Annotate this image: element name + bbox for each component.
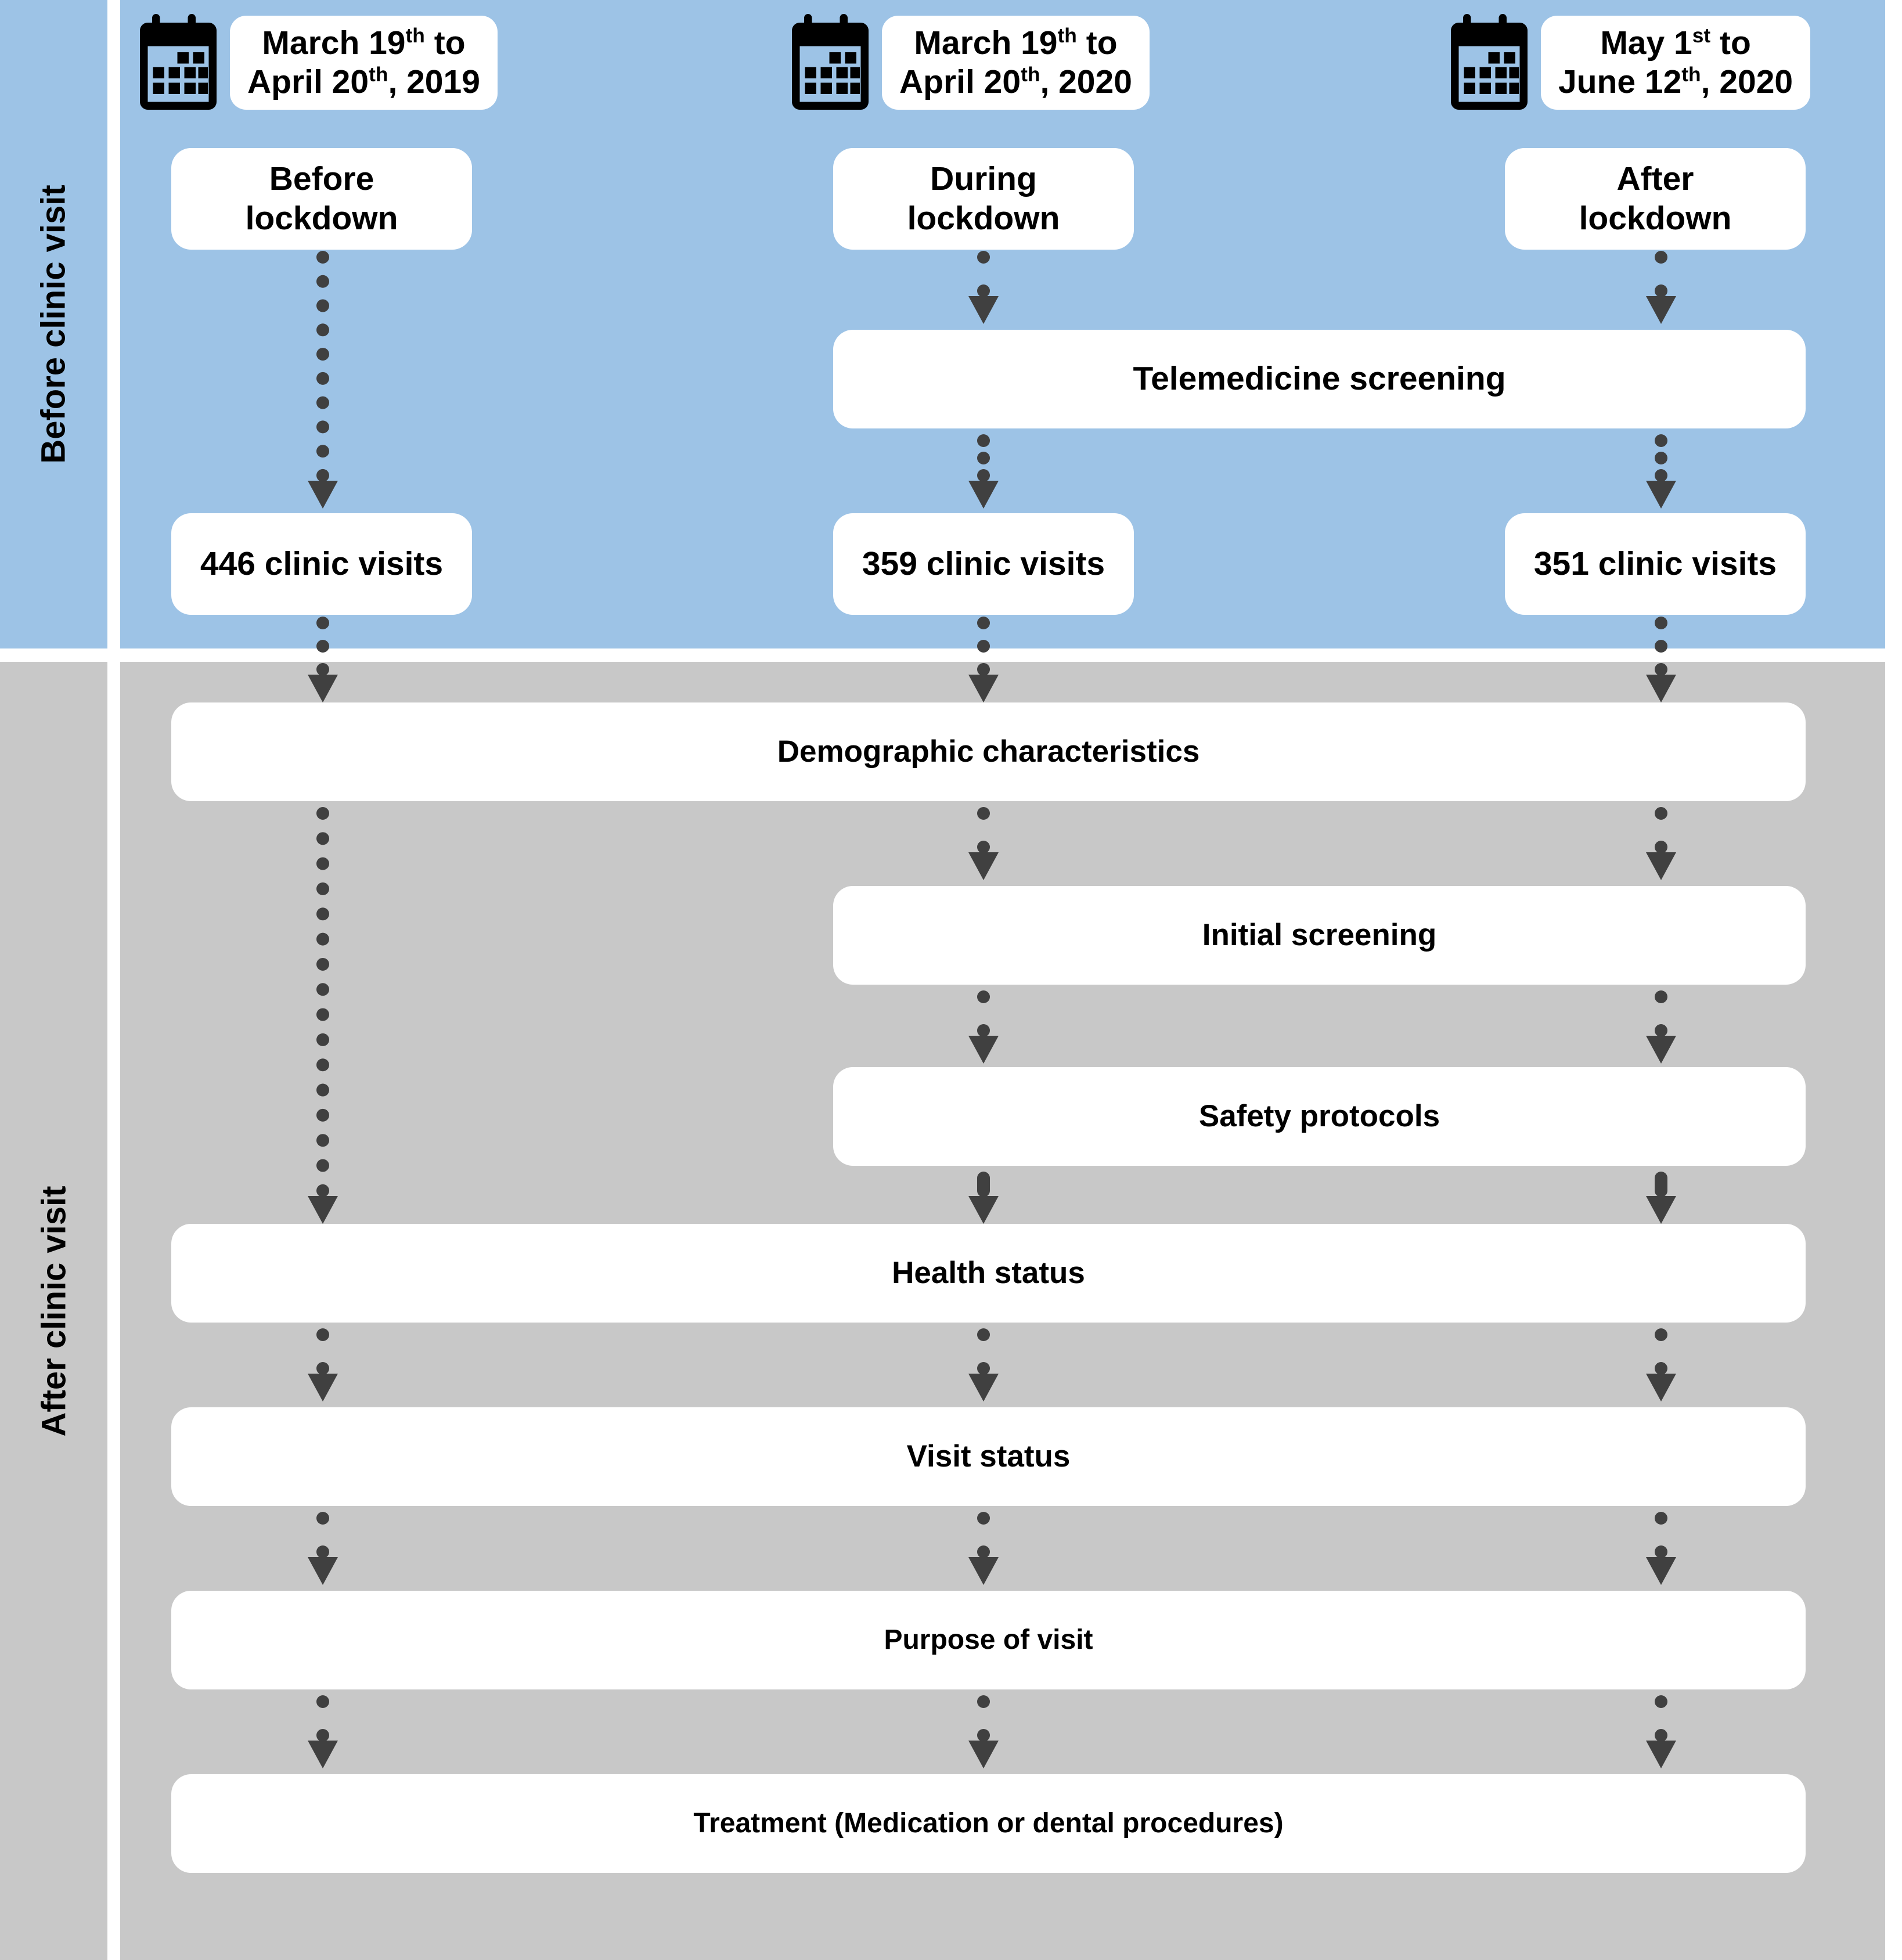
- section-rail-before: Before clinic visit: [0, 0, 107, 648]
- calendar-icon: [140, 14, 217, 110]
- arrow-visits-to-demographic-1: [308, 617, 338, 702]
- stage-box-initial-screening[interactable]: Initial screening: [833, 886, 1806, 985]
- stage-box-visit-status[interactable]: Visit status: [171, 1407, 1806, 1506]
- arrow-purpose-to-treatment-1: [308, 1695, 338, 1768]
- stage-label: Initial screening: [1202, 917, 1437, 952]
- date-tail-1: to: [1710, 24, 1751, 62]
- date-day-2: April 20: [247, 63, 369, 100]
- date-tail-2: , 2020: [1040, 63, 1132, 100]
- phase-line-1: Before: [269, 160, 374, 198]
- calendar-icon: [792, 14, 869, 110]
- arrow-telemedicine-to-visits-during: [968, 434, 999, 509]
- stage-label: Demographic characteristics: [777, 734, 1200, 769]
- date-day-1: March 19: [914, 24, 1058, 62]
- arrow-health-to-visit-2: [968, 1328, 999, 1401]
- date-pill-2020-during: March 19th to April 20th, 2020: [882, 15, 1150, 110]
- arrow-health-to-visit-1: [308, 1328, 338, 1401]
- visit-count-box-during[interactable]: 359 clinic visits: [833, 513, 1134, 615]
- date-day-1: May 1: [1600, 24, 1692, 62]
- date-ordinal-1: st: [1692, 24, 1711, 47]
- calendar-icon: [1451, 14, 1528, 110]
- visit-count-box-before[interactable]: 446 clinic visits: [171, 513, 472, 615]
- arrow-health-to-visit-3: [1646, 1328, 1676, 1401]
- arrow-telemedicine-to-visits-after: [1646, 434, 1676, 509]
- date-tail-1: to: [424, 24, 466, 62]
- arrow-safety-to-health-3: [1646, 1172, 1676, 1224]
- stage-box-treatment[interactable]: Treatment (Medication or dental procedur…: [171, 1774, 1806, 1873]
- arrow-visit-to-purpose-1: [308, 1512, 338, 1585]
- phase-line-2: lockdown: [907, 199, 1060, 237]
- arrow-after-to-telemedicine: [1646, 251, 1676, 324]
- date-chip-2020-after: May 1st to June 12th, 2020: [1446, 14, 1811, 111]
- date-ordinal-2: th: [1681, 63, 1701, 86]
- phase-box-before-lockdown[interactable]: Before lockdown: [171, 148, 472, 250]
- arrow-initial-to-safety-3: [1646, 990, 1676, 1064]
- date-tail-1: to: [1076, 24, 1118, 62]
- visit-count-label: 446 clinic visits: [200, 545, 444, 582]
- date-tail-2: , 2019: [388, 63, 480, 100]
- visit-count-box-after[interactable]: 351 clinic visits: [1505, 513, 1806, 615]
- arrow-visit-to-purpose-2: [968, 1512, 999, 1585]
- date-day-1: March 19: [262, 24, 406, 62]
- visit-count-label: 359 clinic visits: [862, 545, 1105, 582]
- arrow-purpose-to-treatment-3: [1646, 1695, 1676, 1768]
- phase-line-2: lockdown: [1579, 199, 1732, 237]
- visit-count-label: 351 clinic visits: [1533, 545, 1777, 582]
- date-day-2: June 12: [1558, 63, 1682, 100]
- stage-box-safety-protocols[interactable]: Safety protocols: [833, 1067, 1806, 1166]
- stage-label: Purpose of visit: [884, 1624, 1093, 1655]
- arrow-visits-to-demographic-2: [968, 617, 999, 702]
- section-label-after: After clinic visit: [35, 1186, 73, 1436]
- phase-line-2: lockdown: [245, 199, 398, 237]
- date-chip-2019: March 19th to April 20th, 2019: [135, 14, 498, 111]
- arrow-demographic-to-initial-3: [1646, 807, 1676, 880]
- section-label-before: Before clinic visit: [35, 185, 73, 464]
- arrow-during-to-telemedicine: [968, 251, 999, 324]
- arrow-demographic-to-health: [308, 807, 338, 1224]
- stage-box-telemedicine-screening[interactable]: Telemedicine screening: [833, 330, 1806, 428]
- phase-line-1: During: [930, 160, 1037, 198]
- date-ordinal-2: th: [369, 63, 388, 86]
- arrow-visits-to-demographic-3: [1646, 617, 1676, 702]
- stage-label: Safety protocols: [1198, 1098, 1440, 1133]
- arrow-initial-to-safety-2: [968, 990, 999, 1064]
- date-pill-2019: March 19th to April 20th, 2019: [230, 15, 498, 110]
- phase-box-after-lockdown[interactable]: After lockdown: [1505, 148, 1806, 250]
- stage-label: Telemedicine screening: [1133, 360, 1506, 398]
- stage-label: Visit status: [906, 1439, 1071, 1473]
- date-day-2: April 20: [899, 63, 1021, 100]
- stage-label: Treatment (Medication or dental procedur…: [693, 1807, 1284, 1839]
- stage-label: Health status: [892, 1255, 1085, 1290]
- date-ordinal-1: th: [1057, 24, 1077, 47]
- date-chip-2020-during: March 19th to April 20th, 2020: [787, 14, 1150, 111]
- stage-box-health-status[interactable]: Health status: [171, 1224, 1806, 1323]
- arrow-visit-to-purpose-3: [1646, 1512, 1676, 1585]
- date-tail-2: , 2020: [1701, 63, 1793, 100]
- stage-box-demographic-characteristics[interactable]: Demographic characteristics: [171, 702, 1806, 801]
- date-ordinal-1: th: [405, 24, 425, 47]
- phase-line-1: After: [1616, 160, 1694, 198]
- arrow-purpose-to-treatment-2: [968, 1695, 999, 1768]
- phase-box-during-lockdown[interactable]: During lockdown: [833, 148, 1134, 250]
- arrow-demographic-to-initial-2: [968, 807, 999, 880]
- date-ordinal-2: th: [1021, 63, 1040, 86]
- section-rail-after: After clinic visit: [0, 662, 107, 1960]
- stage-box-purpose-of-visit[interactable]: Purpose of visit: [171, 1591, 1806, 1689]
- arrow-safety-to-health-2: [968, 1172, 999, 1224]
- date-pill-2020-after: May 1st to June 12th, 2020: [1541, 15, 1811, 110]
- arrow-before-to-visits: [308, 251, 338, 509]
